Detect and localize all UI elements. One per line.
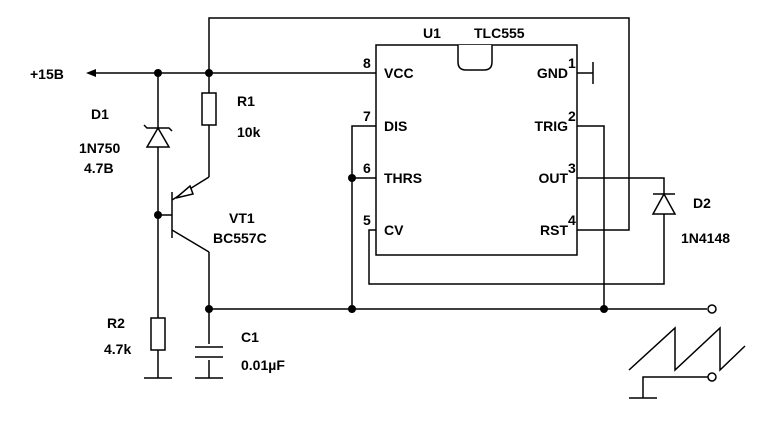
pin-number: 8	[363, 55, 371, 71]
pin-number: 7	[363, 108, 371, 124]
d2-part: 1N4148	[681, 230, 730, 246]
transistor-vt1: VT1 BC557C	[171, 176, 267, 253]
wires	[95, 17, 707, 378]
pin-name: DIS	[384, 118, 407, 134]
junction-dot	[348, 305, 356, 313]
d2-ref: D2	[693, 195, 711, 211]
ic-part: TLC555	[474, 25, 525, 41]
diode-icon	[651, 192, 677, 215]
d1-value: 4.7В	[84, 160, 114, 176]
c1-value: 0.01µF	[241, 357, 285, 373]
junction-dot	[205, 69, 213, 77]
d1-ref: D1	[91, 106, 109, 122]
junction-dot	[600, 305, 608, 313]
pin-number: 1	[568, 55, 576, 71]
junction-dot	[154, 211, 162, 219]
ic-u1: U1 TLC555 8 VCC 7 DIS 6 THRS 5 CV 1 GND …	[363, 25, 578, 256]
r1-value: 10k	[237, 124, 261, 140]
resistor-icon	[150, 317, 166, 351]
pin-name: THRS	[384, 170, 422, 186]
junction-dot	[154, 69, 162, 77]
output-terminal	[707, 372, 717, 382]
r2-ref: R2	[107, 315, 125, 331]
vt1-ref: VT1	[229, 210, 255, 226]
r1-ref: R1	[237, 93, 255, 109]
diode-d1: D1 1N750 4.7В	[79, 106, 173, 176]
ic-notch-icon	[457, 45, 493, 71]
junction-dot	[205, 305, 213, 313]
pin-number: 6	[363, 160, 371, 176]
resistor-r2: R2 4.7k	[104, 315, 172, 379]
pin-number: 2	[568, 108, 576, 124]
diode-d2: D2 1N4148	[651, 192, 730, 246]
resistor-icon	[201, 92, 217, 126]
pin-name: RST	[540, 222, 568, 238]
pin-number: 5	[363, 212, 371, 228]
emitter-arrow-icon	[175, 184, 195, 199]
junction-dots	[154, 69, 608, 313]
pin-number: 4	[568, 212, 576, 228]
ic-ref: U1	[423, 25, 441, 41]
pin-name: TRIG	[535, 118, 569, 134]
pin-name: VCC	[384, 65, 414, 81]
d1-part: 1N750	[79, 140, 120, 156]
vt1-part: BC557C	[213, 230, 267, 246]
zener-diode-icon	[145, 126, 171, 148]
pin-name: OUT	[538, 170, 568, 186]
resistor-r1: R1 10k	[201, 92, 261, 140]
sawtooth-waveform-icon	[628, 326, 746, 399]
pin-name: GND	[537, 65, 568, 81]
supply-label: +15В	[30, 66, 64, 82]
supply-arrow-icon	[86, 69, 96, 77]
junction-dot	[348, 174, 356, 182]
capacitor-c1: C1 0.01µF	[195, 329, 285, 379]
c1-ref: C1	[241, 329, 259, 345]
pin-number: 3	[568, 160, 576, 176]
pin-name: CV	[384, 222, 404, 238]
output-terminal	[707, 304, 717, 314]
r2-value: 4.7k	[104, 341, 131, 357]
